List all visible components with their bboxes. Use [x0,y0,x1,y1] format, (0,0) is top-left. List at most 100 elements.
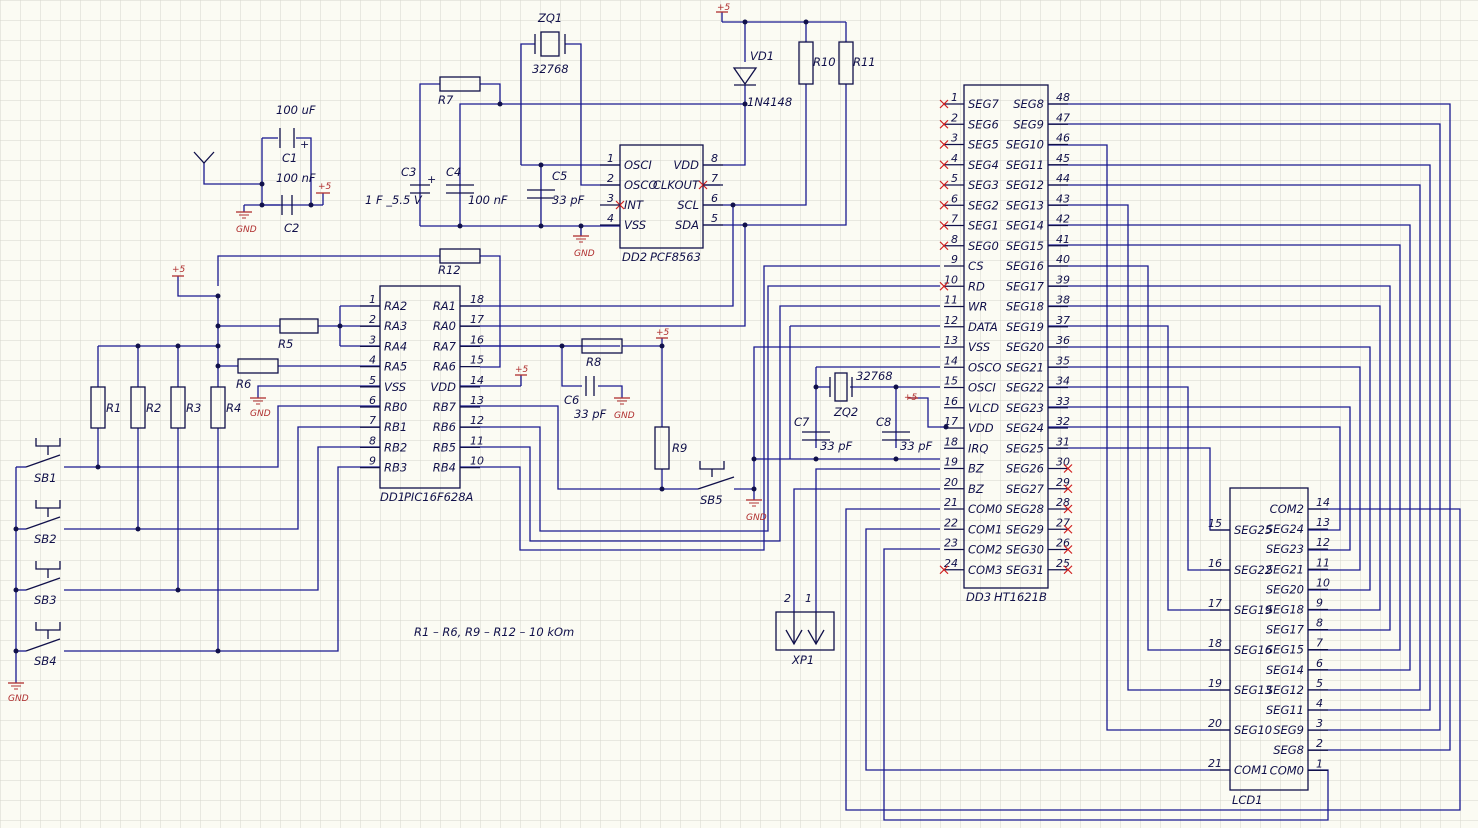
c4-ref: C4 [446,165,461,179]
crystal-zq2[interactable]: 32768 ZQ2 [829,369,893,419]
capacitor-c5[interactable]: C5 33 pF [527,169,585,207]
vcc-icon: +5 [656,328,670,339]
svg-text:GND: GND [236,225,257,235]
chip-dd1-pin-label: RB4 [433,461,456,475]
chip-dd3-pin-num: 32 [1056,415,1070,428]
dd1-part: PIC16F628A [404,490,474,504]
chip-dd3-pin-label: SEG31 [1006,563,1044,577]
lcd1-pin-num: 1 [1316,757,1323,770]
chip-dd1-pin-num: 5 [369,374,376,387]
chip-dd3-pin-label: SEG16 [1006,259,1044,273]
r3-ref: R3 [186,401,201,415]
capacitor-c6[interactable]: C6 33 pF [564,376,607,421]
power-symbols: +5 +5 +5 +5 +5 +5 GND GND GND GND GND GN… [8,3,918,704]
svg-text:+5: +5 [656,328,670,338]
capacitor-c8[interactable]: C8 33 pF [876,415,933,453]
resistor-r8[interactable]: R8 [581,338,623,369]
components: + 100 uF C1 100 nF C2 + C3 1 F _5.5 V C4… [25,11,933,668]
chip-dd2-pin-label: VSS [624,218,646,232]
resistor-r2[interactable]: R2 [130,386,161,429]
chip-dd3-pin-label: COM2 [968,543,1002,557]
capacitor-c3[interactable]: + C3 1 F _5.5 V [365,165,436,207]
resistor-r7[interactable]: R7 [438,76,481,107]
chip-dd3-pin-label: SEG17 [1006,279,1045,293]
resistor-r9[interactable]: R9 [654,426,687,470]
chip-dd1-pin-label: RA4 [384,339,407,353]
c8-ref: C8 [876,415,891,429]
sb4-ref: SB4 [34,654,57,668]
chip-dd3-pin-num: 42 [1056,213,1070,226]
chip-dd3-pin-num: 18 [944,435,958,448]
button-sb1[interactable]: SB1 [25,438,61,485]
zq1-value: 32768 [532,62,569,76]
resistor-r6[interactable]: R6 [236,358,279,391]
chip-dd3-pin-label: SEG7 [968,97,999,111]
chip-dd1-pin-label: RB3 [384,461,407,475]
lcd1-pin-num: 6 [1316,657,1323,670]
lcd1-pin-num: 4 [1316,697,1323,710]
resistor-r11[interactable]: R11 [838,41,876,85]
button-sb5[interactable]: SB5 [697,461,735,507]
chip-dd1-pin-label: RB5 [433,440,456,454]
chip-dd3-pin-num: 27 [1056,516,1070,529]
resistor-r5[interactable]: R5 [278,318,319,351]
chip-dd2-pin-num: 2 [607,172,614,185]
c2-ref: C2 [284,221,299,235]
button-sb2[interactable]: SB2 [25,500,61,546]
r5-ref: R5 [278,337,293,351]
resistor-r4[interactable]: R4 [210,386,241,429]
capacitor-c1[interactable]: + 100 uF C1 [276,103,316,165]
chip-dd2-pin-label: SCL [677,198,699,212]
chip-dd3-pin-label: SEG6 [968,117,999,131]
xp1-pin-1: 1 [805,592,812,605]
chip-dd3-pin-num: 25 [1056,557,1070,570]
resistor-r10[interactable]: R10 [798,41,836,85]
chip-dd3-pin-label: OSCO [968,360,1001,374]
lcd1-pin-num: 12 [1316,536,1330,549]
lcd1-pin-label: SEG16 [1234,643,1272,657]
lcd1-pin-num: 19 [1208,677,1222,690]
dd2-part: PCF8563 [650,250,701,264]
crystal-zq1[interactable]: ZQ1 32768 [532,11,569,76]
chip-dd3-pin-num: 21 [944,496,958,509]
chip-dd3-pin-num: 14 [944,354,958,367]
xp1-ref: XP1 [791,653,814,667]
capacitor-c7[interactable]: C7 33 pF [794,415,853,453]
chip-dd1-pin-label: RA2 [384,299,407,313]
resistor-r12[interactable]: R12 [438,248,481,277]
capacitor-c4[interactable]: C4 100 nF [446,165,508,207]
svg-text:+: + [300,138,309,151]
lcd1-pin-label: SEG8 [1273,743,1304,757]
resistor-r3[interactable]: R3 [170,386,201,429]
chip-dd3-pin-num: 7 [951,213,958,226]
c6-value: 33 pF [574,407,607,421]
vcc-icon: +5 [904,393,918,403]
chip-dd3-pin-label: SEG18 [1006,300,1044,314]
connector-xp1[interactable]: 2 1 XP1 [775,592,835,667]
diode-vd1[interactable]: VD1 1N4148 [732,49,792,109]
resistor-r1[interactable]: R1 [90,386,121,429]
lcd1-pin-label: SEG24 [1266,522,1304,536]
chip-dd3-pin-num: 34 [1056,375,1070,388]
chip-dd1-pin-label: RB6 [433,420,456,434]
button-sb4[interactable]: SB4 [25,622,61,668]
chip-dd1-pin-num: 8 [369,434,376,447]
chip-dd3-pin-label: SEG28 [1006,502,1044,516]
svg-text:+5: +5 [515,365,529,375]
chip-dd3-pin-label: SEG5 [968,138,999,152]
svg-text:GND: GND [8,694,29,704]
button-sb3[interactable]: SB3 [25,561,61,607]
lcd1-pin-label: SEG20 [1266,582,1304,596]
chip-dd1-pin-num: 3 [369,333,376,346]
svg-text:GND: GND [574,249,595,259]
lcd1-pin-label: SEG10 [1234,723,1272,737]
wires [15,12,1461,821]
chip-dd1-pin-label: RB2 [384,440,407,454]
chip-dd3-pin-label: BZ [968,482,985,496]
chip-dd1-pin-num: 16 [470,333,484,346]
capacitor-c2[interactable]: 100 nF C2 [276,171,316,235]
